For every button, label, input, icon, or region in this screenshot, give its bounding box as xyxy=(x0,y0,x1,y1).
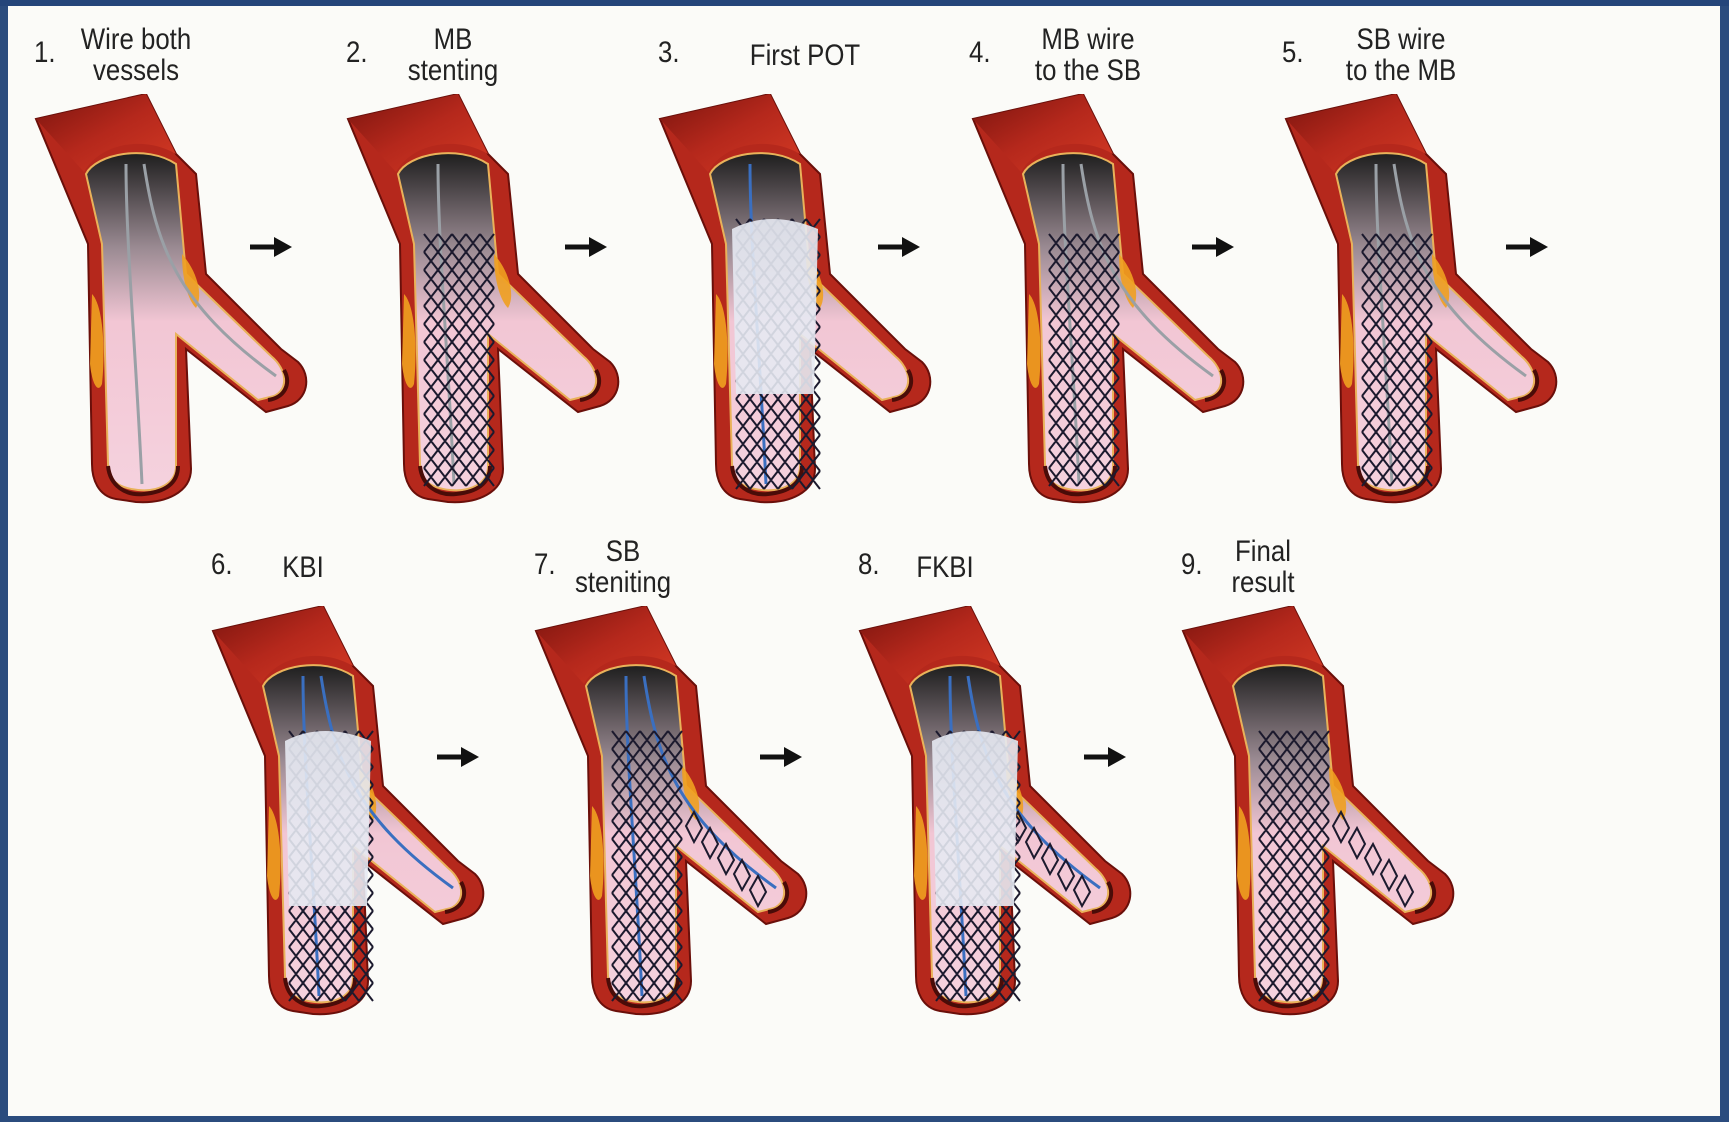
step-number: 5. xyxy=(1282,36,1304,70)
vessel-illustration xyxy=(1276,94,1606,544)
arrow-right-icon xyxy=(1190,234,1236,260)
vessel-illustration xyxy=(963,94,1293,544)
step-label: First POT xyxy=(715,40,896,71)
step-3: 3. First POT xyxy=(650,24,980,544)
step-label: SB wire to the MB xyxy=(1311,24,1492,86)
step-2: 2. MB stenting xyxy=(338,24,668,544)
arrow-right-icon xyxy=(248,234,294,260)
step-number: 4. xyxy=(969,36,991,70)
step-9: 9. Final result xyxy=(1173,536,1503,1056)
step-label: KBI xyxy=(213,552,394,583)
diagram-frame: 1. Wire both vessels 2. MB stenting 3. F… xyxy=(8,6,1720,1116)
vessel-illustration xyxy=(526,606,856,1056)
arrow-right-icon xyxy=(876,234,922,260)
vessel-illustration xyxy=(650,94,980,544)
arrow-right-icon xyxy=(1082,744,1128,770)
arrow-right-icon xyxy=(435,744,481,770)
step-label: MB wire to the SB xyxy=(998,24,1179,86)
step-number: 3. xyxy=(658,36,680,70)
step-label: Wire both vessels xyxy=(46,24,227,86)
vessel-illustration xyxy=(1173,606,1503,1056)
step-6: 6. KBI xyxy=(203,536,533,1056)
step-label: SB steniting xyxy=(533,536,714,598)
vessel-illustration xyxy=(26,94,356,544)
arrow-right-icon xyxy=(563,234,609,260)
step-label: Final result xyxy=(1173,536,1354,598)
step-label: FKBI xyxy=(855,552,1036,583)
vessel-illustration xyxy=(203,606,533,1056)
step-8: 8. FKBI xyxy=(850,536,1180,1056)
step-7: 7. SB steniting xyxy=(526,536,856,1056)
step-4: 4. MB wire to the SB xyxy=(963,24,1293,544)
step-1: 1. Wire both vessels xyxy=(26,24,356,544)
arrow-right-icon xyxy=(758,744,804,770)
vessel-illustration xyxy=(850,606,1180,1056)
step-label: MB stenting xyxy=(363,24,544,86)
vessel-illustration xyxy=(338,94,668,544)
arrow-right-icon xyxy=(1504,234,1550,260)
step-5: 5. SB wire to the MB xyxy=(1276,24,1606,544)
